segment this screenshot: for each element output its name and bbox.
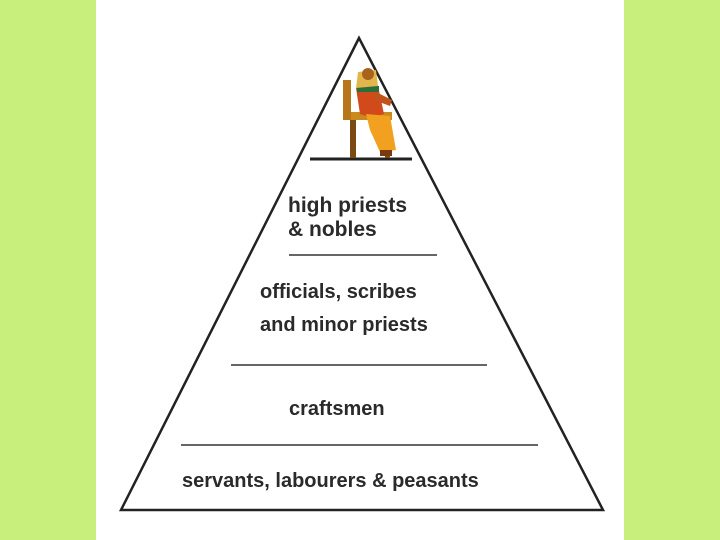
tier-label-nobles: & nobles <box>288 218 377 241</box>
pyramid-outline <box>118 35 606 512</box>
tier-label-minor-priests: and minor priests <box>260 314 428 336</box>
tier-label-servants-labourers-peasants: servants, labourers & peasants <box>182 470 479 492</box>
tier-label-officials-scribes: officials, scribes <box>260 281 417 303</box>
pharaoh-on-throne-icon <box>310 68 412 161</box>
tier-label-craftsmen: craftsmen <box>289 398 385 420</box>
tier-label-high-priests: high priests <box>288 194 407 217</box>
